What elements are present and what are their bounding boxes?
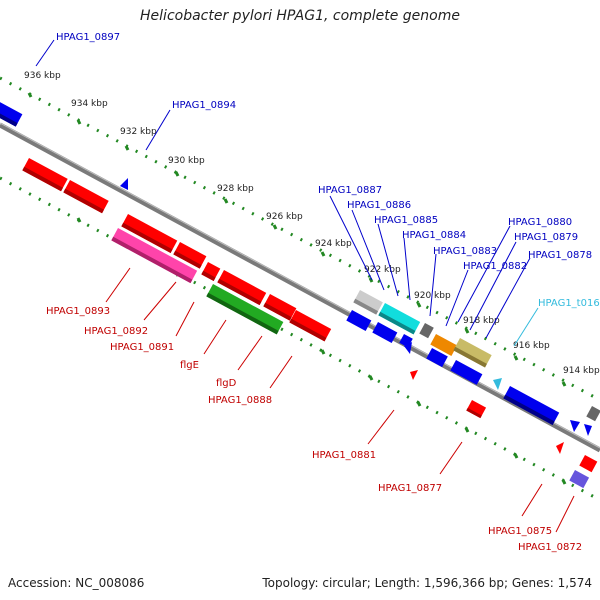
gene-minus[interactable]: [201, 262, 221, 281]
gene-minus[interactable]: [63, 180, 109, 214]
gene-minus-purple[interactable]: [569, 470, 590, 489]
gene-label[interactable]: HPAG1_0877: [378, 483, 442, 494]
scale-label: 926 kbp: [266, 212, 303, 222]
gene-label[interactable]: HPAG1_0884: [402, 230, 466, 241]
gene-label[interactable]: HPAG1_0875: [488, 526, 552, 537]
scale-label: 934 kbp: [71, 99, 108, 109]
gene-label[interactable]: HPAG1_0888: [208, 395, 272, 406]
minus-callout-lines: [105, 267, 575, 533]
scale-label: 914 kbp: [563, 366, 600, 376]
gene-label[interactable]: HPAG1_0893: [46, 306, 110, 317]
gene-label[interactable]: HPAG1_0872: [518, 542, 582, 553]
gene-label[interactable]: flgE: [180, 360, 199, 371]
gene-plus[interactable]: [503, 386, 560, 425]
gene-label[interactable]: HPAG1_0892: [84, 326, 148, 337]
gene-label[interactable]: flgD: [216, 378, 237, 389]
scale-label: 920 kbp: [414, 291, 451, 301]
gene-label[interactable]: HPAG1_0887: [318, 185, 382, 196]
gene-minus[interactable]: [217, 270, 267, 306]
minus-gene-labels: HPAG1_0893 HPAG1_0892 HPAG1_0891 flgE fl…: [46, 306, 582, 553]
scale-label: 928 kbp: [217, 184, 254, 194]
gene-plus-grey[interactable]: [419, 323, 434, 339]
gene-minus[interactable]: [466, 400, 487, 419]
minus-strand-genes: [22, 158, 598, 489]
plus-callout-lines: [35, 39, 531, 339]
gene-plus[interactable]: [346, 310, 372, 332]
gene-label[interactable]: HPAG1_0879: [514, 232, 578, 243]
gene-label[interactable]: HPAG1_0894: [172, 100, 236, 111]
map-title: Helicobacter pylori HPAG1, complete geno…: [140, 8, 460, 24]
scale-label: 932 kbp: [120, 127, 157, 137]
scale-label: 918 kbp: [463, 316, 500, 326]
accession-text: Accession: NC_008086: [8, 576, 145, 590]
gene-label[interactable]: HPAG1_0885: [374, 215, 438, 226]
gene-plus-arrow[interactable]: [584, 424, 592, 436]
gene-minus-magenta[interactable]: [111, 228, 198, 284]
gene-plus-arrow[interactable]: [404, 342, 412, 354]
gene-plus[interactable]: [450, 360, 483, 385]
gene-plus-arrow[interactable]: [120, 178, 128, 190]
gene-label[interactable]: HPAG1_0897: [56, 32, 120, 43]
plus-gene-labels: HPAG1_0897 HPAG1_0894 HPAG1_0887 HPAG1_0…: [56, 32, 600, 309]
gene-plus-cyan[interactable]: [378, 303, 421, 335]
gene-plus[interactable]: [426, 348, 448, 368]
scale-label: 916 kbp: [513, 341, 550, 351]
topology-text: Topology: circular; Length: 1,596,366 bp…: [262, 576, 592, 590]
gene-minus[interactable]: [173, 242, 207, 269]
gene-plus[interactable]: [0, 100, 23, 127]
gene-minus[interactable]: [579, 455, 598, 473]
gene-minus[interactable]: [263, 294, 297, 321]
gene-label[interactable]: HPAG1_0878: [528, 250, 592, 261]
gene-minus-arrow[interactable]: [556, 442, 564, 454]
gene-label[interactable]: HPAG1_0886: [347, 200, 411, 211]
gene-label[interactable]: HPAG1_0882: [463, 261, 527, 272]
gene-plus[interactable]: [372, 322, 398, 344]
gene-minus[interactable]: [121, 214, 178, 253]
outer-scale-track: [0, 76, 600, 402]
genome-backbone: [0, 122, 600, 453]
gene-plus-grey[interactable]: [353, 290, 383, 315]
scale-labels: 936 kbp 934 kbp 932 kbp 930 kbp 928 kbp …: [24, 71, 600, 376]
gene-plus-orange[interactable]: [430, 334, 458, 356]
gene-minus-arrow[interactable]: [410, 370, 418, 380]
plus-strand-genes: [0, 100, 600, 436]
scale-label: 936 kbp: [24, 71, 61, 81]
gene-minus[interactable]: [289, 310, 332, 342]
gene-plus-grey[interactable]: [586, 406, 600, 422]
rna-gene-label[interactable]: HPAG1_t016: [538, 298, 600, 309]
gene-minus-green[interactable]: [206, 284, 284, 335]
gene-label[interactable]: HPAG1_0883: [433, 246, 497, 257]
genome-backbone-highlight: [0, 122, 600, 449]
gene-label[interactable]: HPAG1_0880: [508, 217, 572, 228]
gene-label[interactable]: HPAG1_0881: [312, 450, 376, 461]
gene-plus-khaki[interactable]: [453, 338, 492, 368]
gene-plus-arrow[interactable]: [570, 420, 580, 432]
gene-plus-rna-arrow[interactable]: [493, 378, 502, 390]
scale-label: 930 kbp: [168, 156, 205, 166]
rna-callout-line: [513, 307, 539, 347]
gene-minus[interactable]: [22, 158, 68, 192]
gene-label[interactable]: HPAG1_0891: [110, 342, 174, 353]
scale-label: 922 kbp: [364, 265, 401, 275]
outer-major-ticks: [27, 92, 567, 387]
scale-label: 924 kbp: [315, 239, 352, 249]
